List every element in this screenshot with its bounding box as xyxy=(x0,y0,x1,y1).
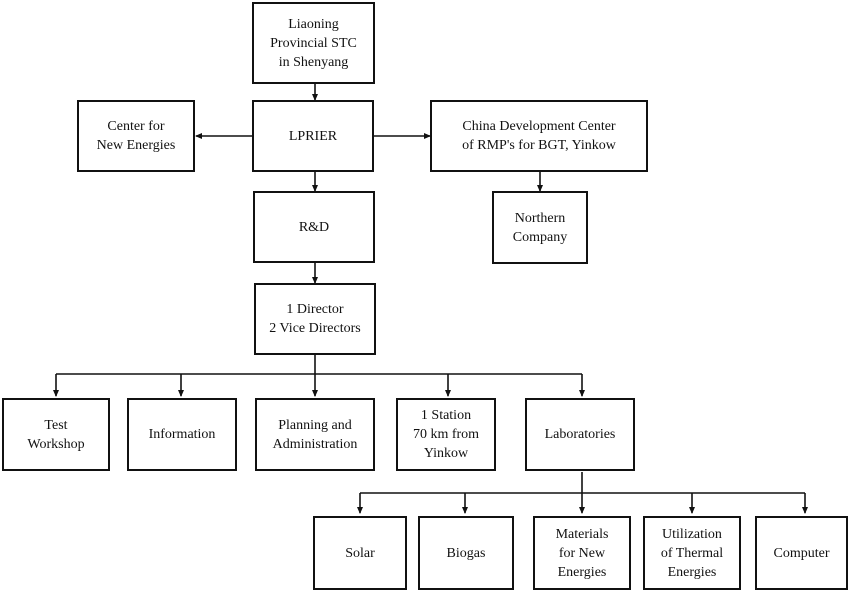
node-information: Information xyxy=(127,398,237,471)
node-test-workshop: Test Workshop xyxy=(2,398,110,471)
node-china-development-center: China Development Center of RMP's for BG… xyxy=(430,100,648,172)
node-solar: Solar xyxy=(313,516,407,590)
node-planning-and-administration: Planning and Administration xyxy=(255,398,375,471)
node-rnd: R&D xyxy=(253,191,375,263)
node-liaoning-provincial-stc: Liaoning Provincial STC in Shenyang xyxy=(252,2,375,84)
node-utilization-of-thermal-energies: Utilization of Thermal Energies xyxy=(643,516,741,590)
node-station: 1 Station 70 km from Yinkow xyxy=(396,398,496,471)
node-materials-for-new-energies: Materials for New Energies xyxy=(533,516,631,590)
node-lprier: LPRIER xyxy=(252,100,374,172)
node-computer: Computer xyxy=(755,516,848,590)
node-biogas: Biogas xyxy=(418,516,514,590)
node-laboratories: Laboratories xyxy=(525,398,635,471)
node-northern-company: Northern Company xyxy=(492,191,588,264)
node-center-for-new-energies: Center for New Energies xyxy=(77,100,195,172)
node-directors: 1 Director 2 Vice Directors xyxy=(254,283,376,355)
